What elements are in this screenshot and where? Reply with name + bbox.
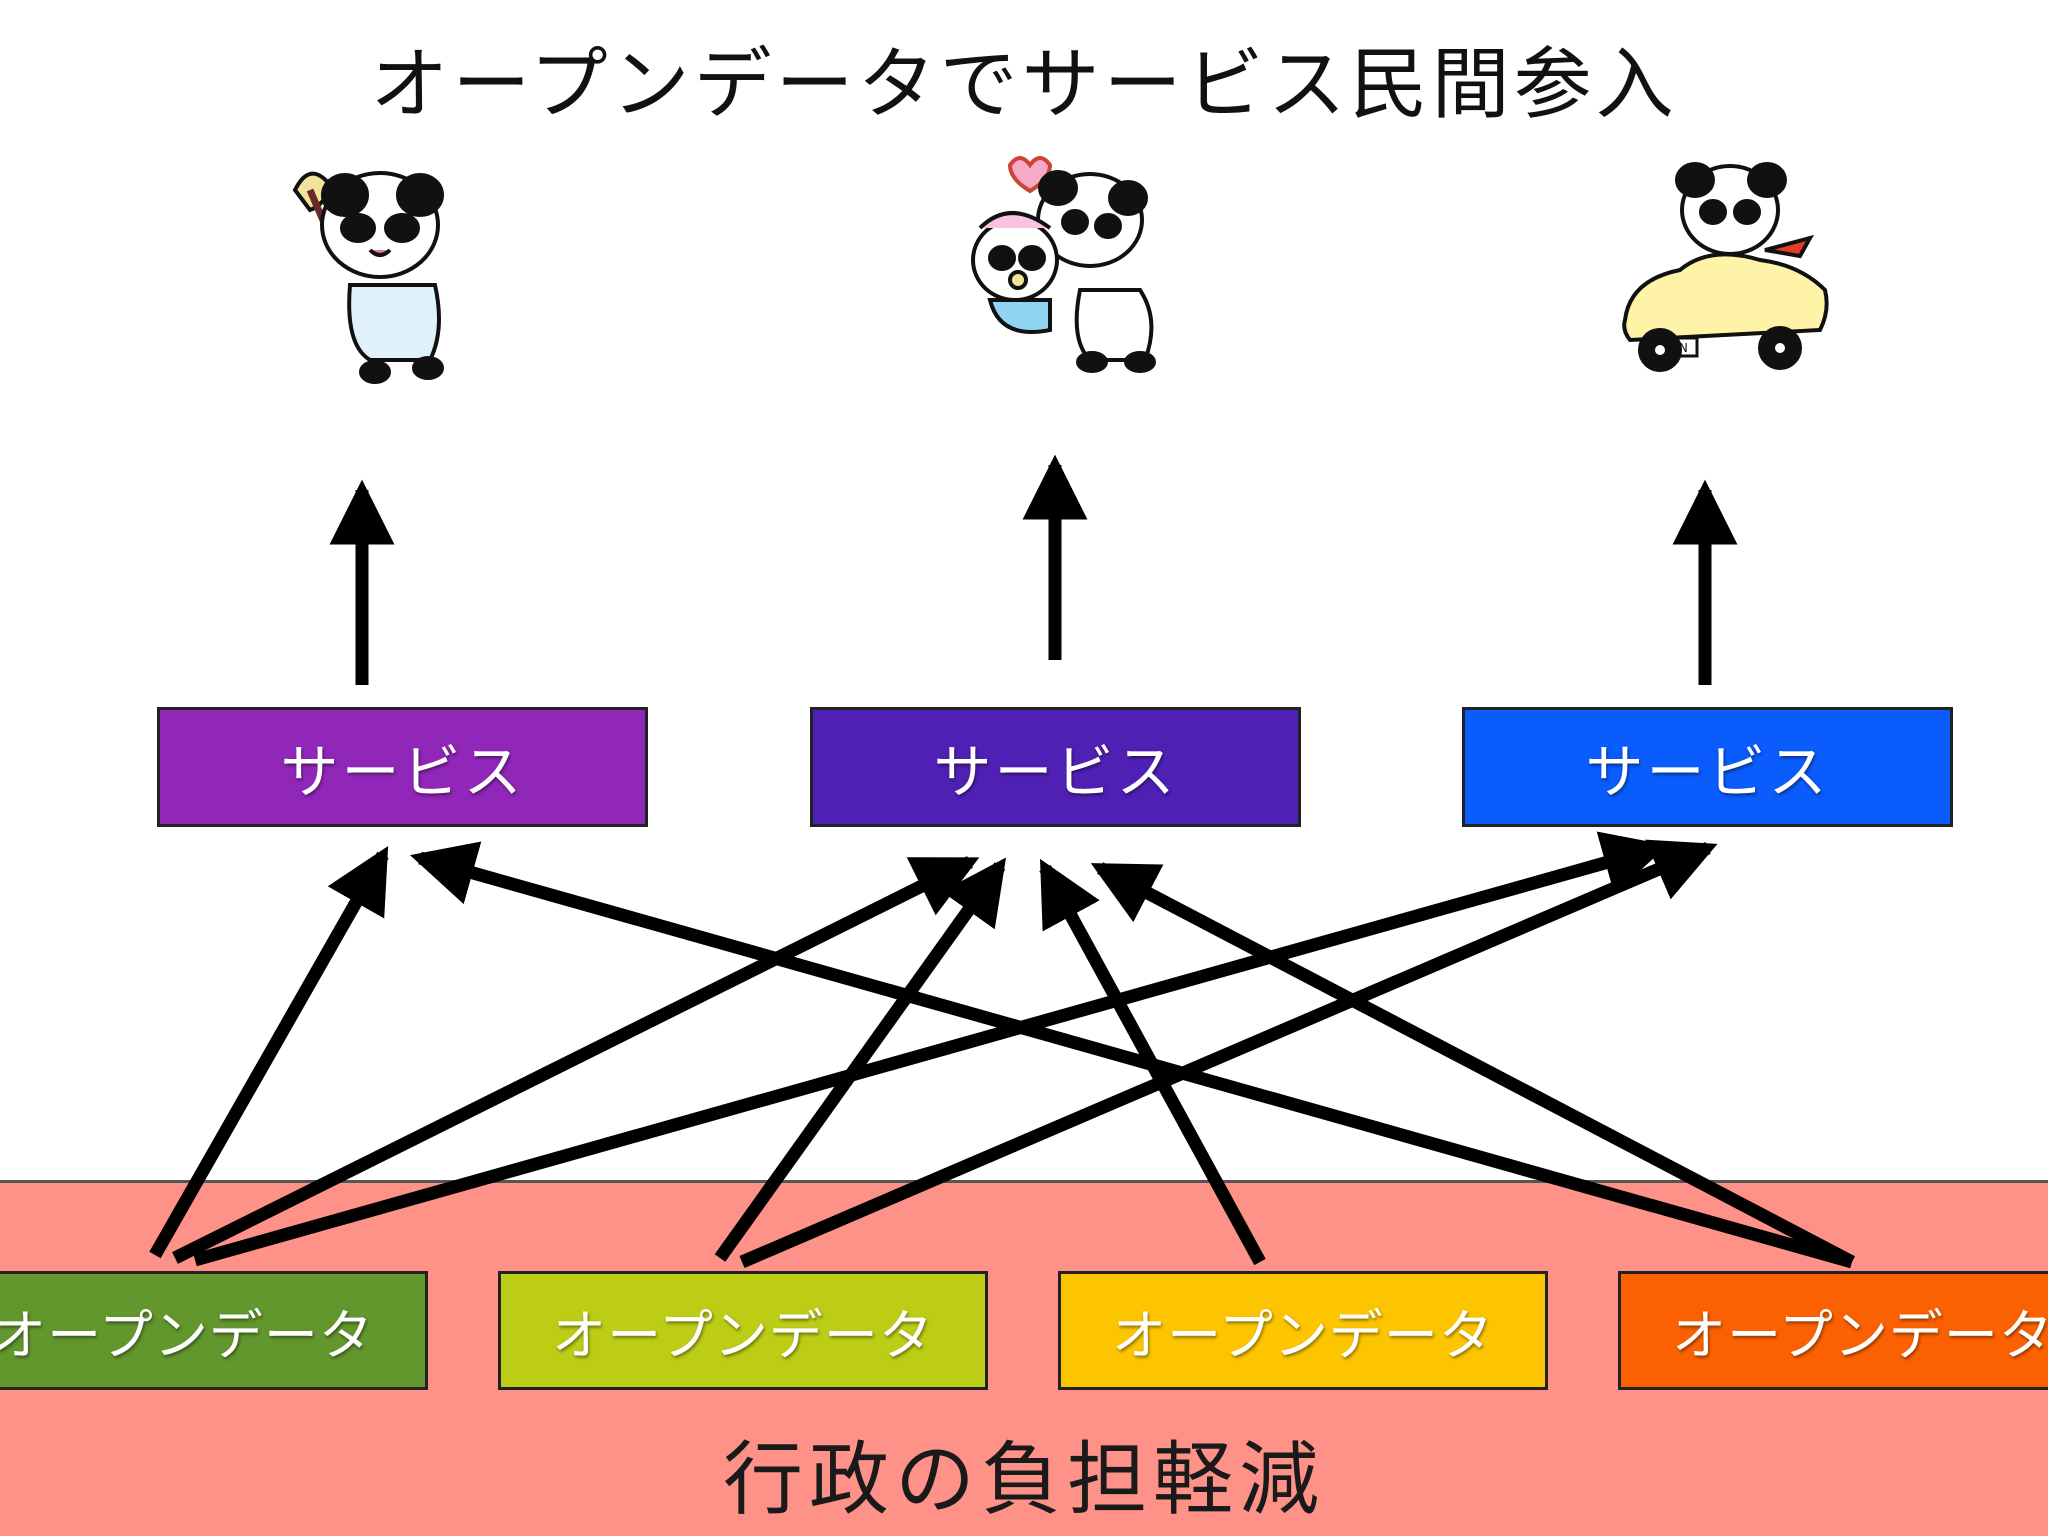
service-box-3: サービス [1462, 707, 1953, 827]
arrow-od2-to-s2 [714, 857, 1007, 1262]
arrow-od1-to-s1 [149, 845, 389, 1259]
open-data-box-4: オープンデータ [1618, 1271, 2048, 1390]
admin-band-label: 行政の負担軽減 [723, 1433, 1325, 1526]
open-data-box-2: オープンデータ [498, 1271, 988, 1390]
panda-childcare-icon [971, 156, 1156, 373]
panda-cleaning-icon [292, 171, 444, 384]
arrow-od4-to-s1 [409, 841, 1854, 1269]
arrow-od1-to-s3 [193, 831, 1669, 1267]
open-data-box-3: オープンデータ [1058, 1271, 1548, 1390]
service-box-2: サービス [810, 707, 1301, 827]
arrow-od2-to-s3 [739, 839, 1718, 1268]
arrow-od1-to-s2 [172, 856, 980, 1264]
open-data-box-1: オープンデータ [0, 1271, 428, 1390]
panda-driving-icon: PAN [1622, 162, 1829, 372]
arrow-od4-to-s2 [1090, 862, 1856, 1268]
service-box-1: サービス [157, 707, 648, 827]
license-plate-text: PAN [1664, 341, 1688, 355]
page-title: オープンデータでサービス民間参入 [370, 40, 1678, 130]
